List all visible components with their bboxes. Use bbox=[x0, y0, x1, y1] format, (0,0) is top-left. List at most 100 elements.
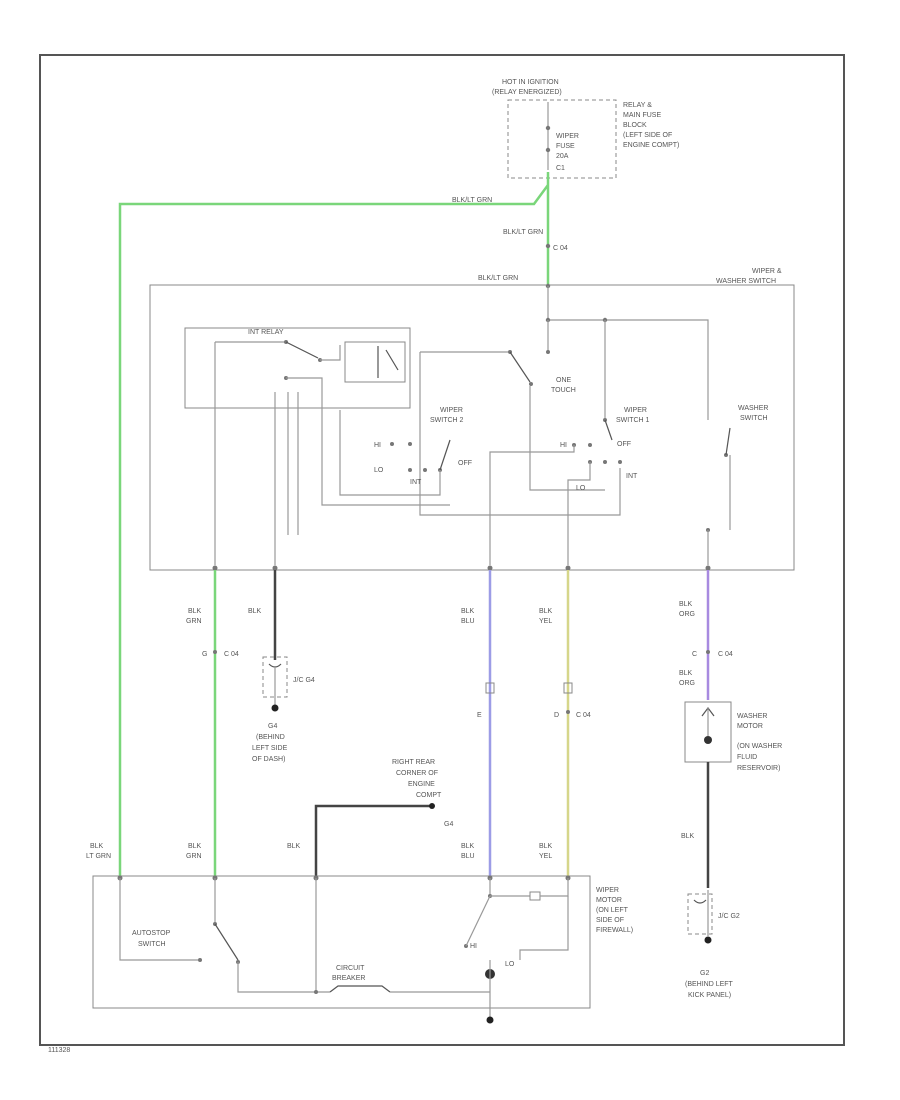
wire-label-org-2: ORG bbox=[679, 680, 695, 687]
ws1-lo-label: LO bbox=[576, 485, 586, 492]
washer-motor-label-4: FLUID bbox=[737, 754, 757, 761]
washer-motor-label-1: WASHER bbox=[737, 713, 767, 720]
wire-label-blk-10: BLK bbox=[188, 843, 202, 850]
jc-g2-label: J/C G2 bbox=[718, 913, 740, 920]
g4-label-4: OF DASH) bbox=[252, 756, 285, 763]
ws2-int-label: INT bbox=[410, 479, 422, 486]
fuse-pin-label: C1 bbox=[556, 165, 565, 172]
wire-label-blk-ltgrn-sw: BLK/LT GRN bbox=[478, 275, 518, 282]
wire-label-blk-4: BLK bbox=[539, 608, 553, 615]
relay-block-label-1: RELAY & bbox=[623, 102, 652, 109]
wire-label-blk-9: BLK bbox=[90, 843, 104, 850]
connector-d-c04: D bbox=[554, 712, 559, 719]
ws1-hi-label: HI bbox=[560, 442, 567, 449]
diagram-id: 111328 bbox=[48, 1047, 70, 1054]
autostop-switch-label-2: SWITCH bbox=[138, 941, 166, 948]
motor-hi-label: HI bbox=[470, 943, 477, 950]
ws2-hi-label: HI bbox=[374, 442, 381, 449]
wire-label-blk-7: BLK bbox=[681, 833, 695, 840]
wiper-motor-label-2: MOTOR bbox=[596, 897, 622, 904]
rear-corner-label-2: CORNER OF bbox=[396, 770, 438, 777]
wiper-motor-label-4: SIDE OF bbox=[596, 917, 624, 924]
wiper-switch-1-label-2: SWITCH 1 bbox=[616, 417, 650, 424]
washer-motor-label-3: (ON WASHER bbox=[737, 743, 782, 750]
wiper-motor-box bbox=[92, 875, 591, 1009]
wiper-washer-switch-label-2: WASHER SWITCH bbox=[716, 278, 776, 285]
relay-block-label-3: BLOCK bbox=[623, 122, 647, 129]
wiper-washer-switch-label-1: WIPER & bbox=[752, 268, 782, 275]
wire-label-ltgrn-1: LT GRN bbox=[86, 853, 111, 860]
wire-label-blk-6: BLK bbox=[679, 670, 693, 677]
wiper-washer-switch-box bbox=[149, 284, 795, 571]
autostop-switch-label-1: AUTOSTOP bbox=[132, 930, 171, 937]
connector-c04-mid: C 04 bbox=[576, 712, 591, 719]
wire-label-org-1: ORG bbox=[679, 611, 695, 618]
wire-blk-ltgrn-top bbox=[118, 172, 550, 878]
relay-main-fuse-block bbox=[507, 99, 617, 179]
ground-g2 bbox=[704, 936, 712, 944]
wire-label-blk-5: BLK bbox=[679, 601, 693, 608]
motor-ground bbox=[486, 1016, 494, 1024]
connector-g-c04: G bbox=[202, 651, 207, 658]
connector-c04-right: C 04 bbox=[718, 651, 733, 658]
wiper-motor-label-1: WIPER bbox=[596, 887, 619, 894]
wire-label-blk-8: BLK bbox=[287, 843, 301, 850]
g2-label-3: KICK PANEL) bbox=[688, 992, 731, 999]
g4-label-1: G4 bbox=[268, 723, 277, 730]
ground-g4 bbox=[271, 704, 279, 712]
wire-label-blk-3: BLK bbox=[461, 608, 475, 615]
diagram-frame bbox=[39, 54, 845, 1046]
relay-energized-label: (RELAY ENERGIZED) bbox=[492, 89, 562, 96]
washer-motor-label-2: MOTOR bbox=[737, 723, 763, 730]
rear-corner-label-1: RIGHT REAR bbox=[392, 759, 435, 766]
wiper-motor-label-3: (ON LEFT bbox=[596, 907, 629, 914]
jc-g4-box bbox=[262, 656, 288, 698]
washer-motor-label-5: RESERVOIR) bbox=[737, 765, 780, 772]
wiper-fuse-label-2: FUSE bbox=[556, 143, 575, 150]
g2-label-2: (BEHIND LEFT bbox=[685, 981, 734, 988]
circuit-breaker-label-2: BREAKER bbox=[332, 975, 365, 982]
washer-switch-label-2: SWITCH bbox=[740, 415, 768, 422]
wire-label-blu-2: BLU bbox=[461, 853, 475, 860]
wiper-motor-label-5: FIREWALL) bbox=[596, 927, 633, 934]
wiper-fuse-label-3: 20A bbox=[556, 153, 569, 160]
connector-c-c04: C bbox=[692, 651, 697, 658]
wire-label-blk-11: BLK bbox=[461, 843, 475, 850]
jc-g2-box bbox=[687, 893, 713, 935]
hot-in-ignition-label: HOT IN IGNITION bbox=[502, 79, 559, 86]
g4-label-2: (BEHIND bbox=[256, 734, 285, 741]
wiper-fuse-label-1: WIPER bbox=[556, 133, 579, 140]
wiper-switch-1-label-1: WIPER bbox=[624, 407, 647, 414]
rear-corner-label-3: ENGINE bbox=[408, 781, 435, 788]
wire-blk-rear-ground bbox=[314, 804, 430, 878]
washer-switch-label-1: WASHER bbox=[738, 405, 768, 412]
ws1-int-label: INT bbox=[626, 473, 638, 480]
wire-label-grn-1: GRN bbox=[186, 618, 202, 625]
one-touch-label-1: ONE bbox=[556, 377, 572, 384]
wire-label-blk-ltgrn-mid: BLK/LT GRN bbox=[503, 229, 543, 236]
rear-g4-pin-label: G4 bbox=[444, 821, 453, 828]
one-touch-label-2: TOUCH bbox=[551, 387, 576, 394]
wire-label-blk-12: BLK bbox=[539, 843, 553, 850]
connector-e-c04: E bbox=[477, 712, 482, 719]
relay-block-label-5: ENGINE COMPT) bbox=[623, 142, 679, 149]
relay-block-label-4: (LEFT SIDE OF bbox=[623, 132, 672, 139]
wiper-switch-2-label-1: WIPER bbox=[440, 407, 463, 414]
wire-label-blu-1: BLU bbox=[461, 618, 475, 625]
circuit-breaker-label-1: CIRCUIT bbox=[336, 965, 365, 972]
wire-label-blk-1: BLK bbox=[188, 608, 202, 615]
ws2-off-label: OFF bbox=[458, 460, 472, 467]
wire-label-yel-2: YEL bbox=[539, 853, 552, 860]
wire-label-grn-2: GRN bbox=[186, 853, 202, 860]
relay-block-label-2: MAIN FUSE bbox=[623, 112, 661, 119]
int-relay-label: INT RELAY bbox=[248, 329, 284, 336]
wire-label-yel-1: YEL bbox=[539, 618, 552, 625]
motor-lo-label: LO bbox=[505, 961, 515, 968]
connector-label-c04-top: C 04 bbox=[553, 245, 568, 252]
jc-g4-label: J/C G4 bbox=[293, 677, 315, 684]
wire-label-blk-ltgrn-top: BLK/LT GRN bbox=[452, 197, 492, 204]
g4-label-3: LEFT SIDE bbox=[252, 745, 288, 752]
ws1-off-label: OFF bbox=[617, 441, 631, 448]
g2-label-1: G2 bbox=[700, 970, 709, 977]
